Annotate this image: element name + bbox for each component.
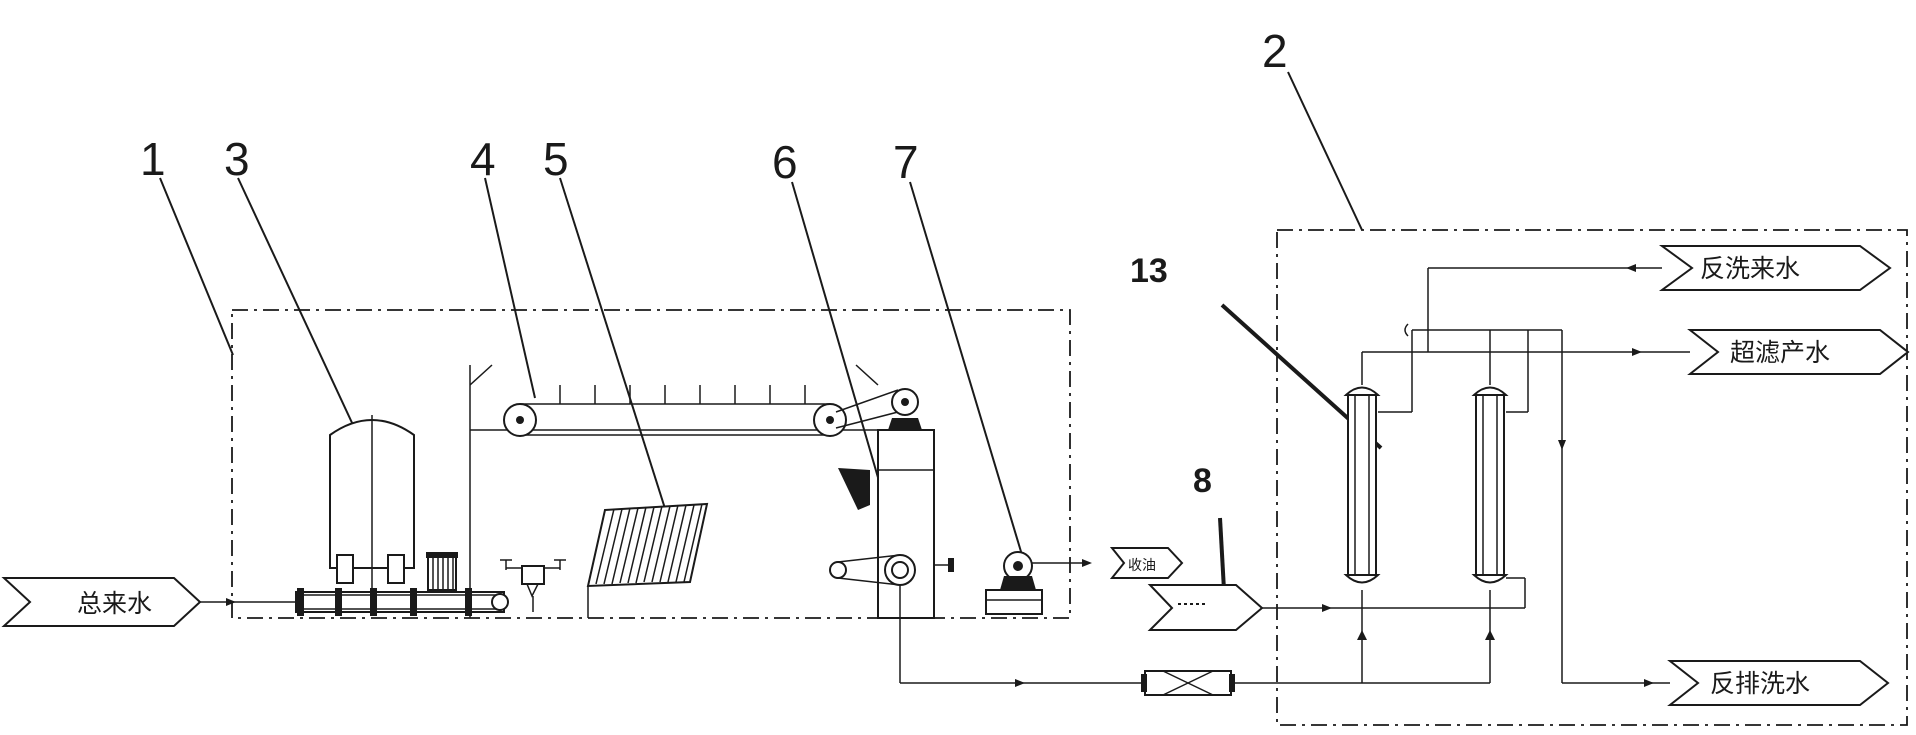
inclined-plate-separator	[586, 502, 709, 618]
part-number-2: 2	[1262, 25, 1288, 77]
drain-line	[899, 585, 1490, 696]
backwash-inflow-label: 反洗来水	[1700, 254, 1800, 283]
part-number-8: 8	[1193, 462, 1212, 500]
valve-assembly	[500, 559, 566, 612]
conveyor	[469, 364, 922, 618]
uf-piping	[1340, 264, 1690, 687]
storage-tank	[329, 415, 415, 600]
part-number-3: 3	[224, 133, 250, 185]
backwash-drain-label: 反排洗水	[1710, 669, 1810, 698]
uf-product-tag: 超滤产水	[1687, 329, 1910, 375]
ultrafiltration-boundary	[1276, 229, 1908, 726]
oil-pump	[985, 551, 1092, 615]
part-number-6: 6	[772, 136, 798, 188]
oil-collection-label: 收油	[1128, 558, 1156, 574]
total-inflow-tag: 总来水	[1, 577, 202, 627]
secondary-inflow-tag	[1147, 584, 1264, 631]
oil-collection-tag: 收油	[1109, 547, 1184, 579]
uf-membrane-2	[1471, 330, 1509, 683]
backwash-drain-tag: 反排洗水	[1667, 660, 1890, 706]
settling-column	[829, 429, 954, 619]
part-number-4: 4	[470, 133, 496, 185]
part-number-7: 7	[893, 136, 919, 188]
uf-product-label: 超滤产水	[1730, 338, 1830, 367]
backwash-inflow-tag: 反洗来水	[1658, 245, 1892, 291]
uf-membrane-1	[1343, 352, 1381, 683]
feed-pipe	[295, 588, 509, 616]
pump-motor	[426, 552, 458, 591]
part-number-1: 1	[140, 133, 166, 185]
pretreatment-boundary	[231, 309, 1071, 619]
total-inflow-label: 总来水	[77, 589, 152, 618]
part-number-13: 13	[1130, 252, 1168, 290]
part-number-5: 5	[543, 133, 569, 185]
